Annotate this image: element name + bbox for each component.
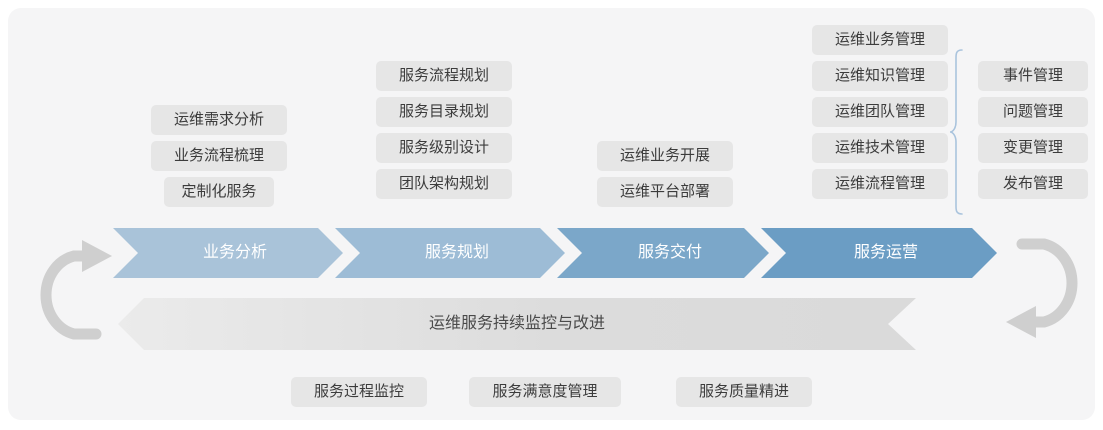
pill-item[interactable]: 变更管理 — [978, 133, 1088, 163]
pill-item[interactable]: 服务流程规划 — [376, 61, 512, 91]
pill-item[interactable]: 运维技术管理 — [812, 133, 948, 163]
pill-item[interactable]: 服务质量精进 — [676, 377, 812, 407]
stage-chevron-service-delivery[interactable]: 服务交付 — [557, 228, 769, 278]
stage-chevron-business-analysis[interactable]: 业务分析 — [113, 228, 343, 278]
continuous-improvement-banner[interactable] — [118, 298, 916, 350]
stage-chevron-label: 服务规划 — [424, 244, 489, 261]
pill-item[interactable]: 服务目录规划 — [376, 97, 512, 127]
pill-item[interactable]: 团队架构规划 — [376, 169, 512, 199]
pill-item[interactable]: 运维团队管理 — [812, 97, 948, 127]
pill-item[interactable]: 运维流程管理 — [812, 169, 948, 199]
pill-item[interactable]: 运维需求分析 — [151, 105, 287, 135]
pill-item[interactable]: 服务过程监控 — [291, 377, 427, 407]
pill-item[interactable]: 业务流程梳理 — [151, 141, 287, 171]
pill-item[interactable]: 定制化服务 — [164, 177, 274, 207]
pill-item[interactable]: 发布管理 — [978, 169, 1088, 199]
loop-arrow-left-icon — [40, 240, 112, 340]
pill-item[interactable]: 事件管理 — [978, 61, 1088, 91]
stage-chevron-label: 业务分析 — [202, 244, 267, 261]
loop-arrow-right-icon — [1006, 238, 1078, 338]
stage-chevron-service-operations[interactable]: 服务运营 — [761, 228, 997, 278]
stage-chevron-service-planning[interactable]: 服务规划 — [335, 228, 565, 278]
pill-item[interactable]: 服务满意度管理 — [469, 377, 621, 407]
pill-item[interactable]: 服务级别设计 — [376, 133, 512, 163]
pill-item[interactable]: 运维平台部署 — [597, 177, 733, 207]
stage-chevron-label: 服务运营 — [853, 244, 918, 261]
pill-item[interactable]: 运维知识管理 — [812, 61, 948, 91]
curly-brace-icon — [949, 49, 963, 215]
continuous-improvement-label: 运维服务持续监控与改进 — [428, 315, 605, 332]
pill-item[interactable]: 问题管理 — [978, 97, 1088, 127]
stage-chevron-label: 服务交付 — [637, 244, 702, 261]
pill-item[interactable]: 运维业务开展 — [597, 141, 733, 171]
pill-item[interactable]: 运维业务管理 — [812, 25, 948, 55]
